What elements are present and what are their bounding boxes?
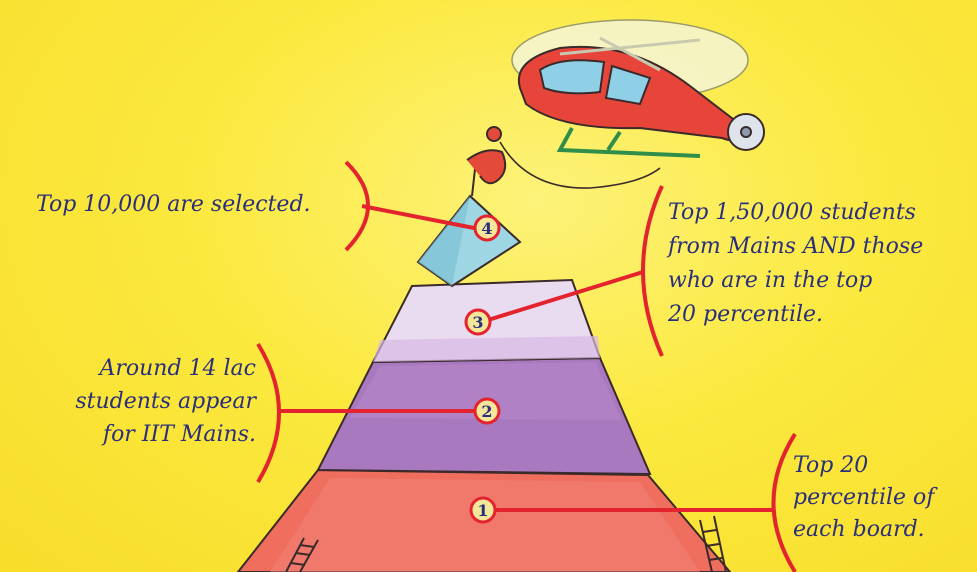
lifting-hook: [467, 127, 660, 196]
marker-number-2: 2: [481, 402, 492, 421]
marker-level-1: 1: [471, 498, 495, 522]
level-2-annotation-line: Around 14 lac: [18, 352, 256, 385]
level-2-annotation-line: students appear: [18, 385, 256, 418]
marker-level-4: 4: [475, 216, 499, 240]
level-1-annotation-line: Top 20: [793, 450, 934, 482]
marker-level-2: 2: [475, 399, 499, 423]
level-2-annotation-line: for IIT Mains.: [18, 418, 256, 451]
level-1-shading: [270, 478, 700, 572]
level-3-annotation-line: 20 percentile.: [668, 298, 923, 332]
marker-number-4: 4: [481, 219, 492, 238]
level-3-annotation: Top 1,50,000 students from Mains AND tho…: [668, 196, 923, 332]
level-2-annotation: Around 14 lac students appear for IIT Ma…: [18, 352, 256, 451]
marker-level-3: 3: [466, 310, 490, 334]
level-3-annotation-line: Top 1,50,000 students: [668, 196, 923, 230]
level-1-annotation-line: percentile of: [793, 482, 934, 514]
level-3-shading: [373, 336, 600, 362]
marker-number-3: 3: [472, 313, 483, 332]
level-4-annotation-line: Top 10,000 are selected.: [36, 190, 311, 220]
helicopter-icon: [512, 20, 764, 156]
level-1-annotation: Top 20 percentile of each board.: [793, 450, 934, 546]
level-1-annotation-line: each board.: [793, 514, 934, 546]
level-3-annotation-line: who are in the top: [668, 264, 923, 298]
level-3-annotation-line: from Mains AND those: [668, 230, 923, 264]
marker-number-1: 1: [477, 501, 488, 520]
level-4-annotation: Top 10,000 are selected.: [36, 190, 311, 220]
